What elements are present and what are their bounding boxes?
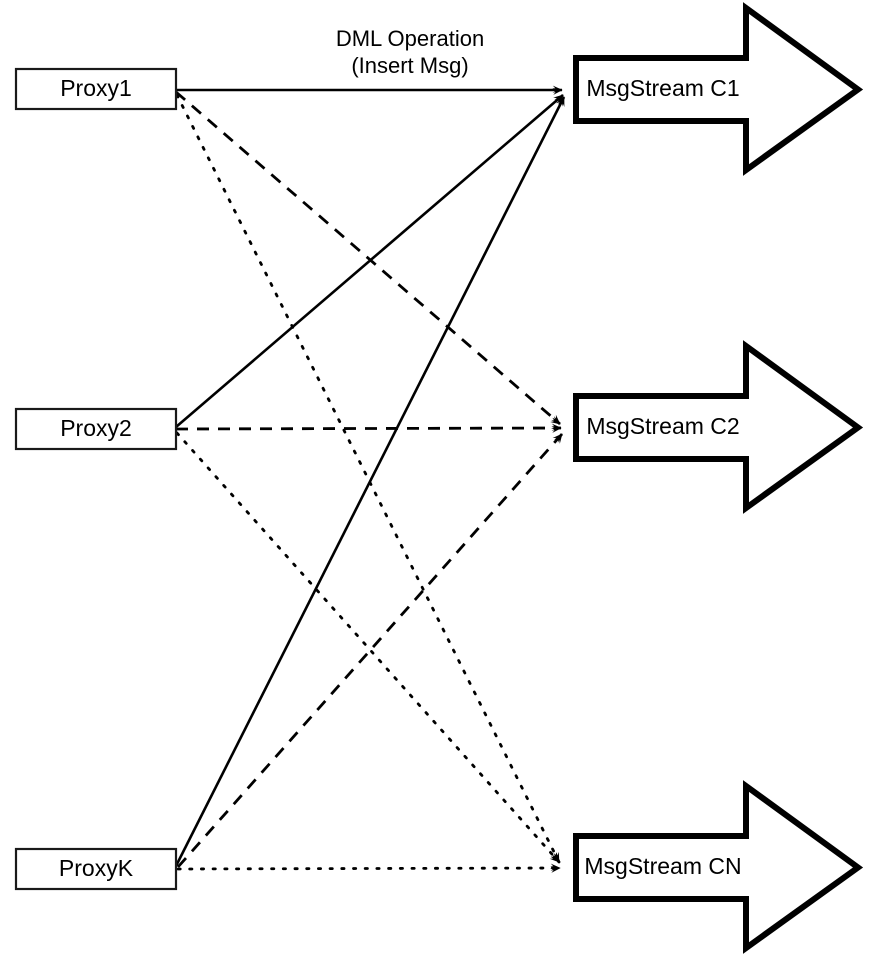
msgstream-label: MsgStream C2 — [586, 413, 739, 439]
stream-layer: MsgStream C1 MsgStream C2 MsgStream CN — [573, 2, 864, 954]
connection-pk-c1 — [174, 96, 566, 867]
block-arrow-icon — [573, 780, 864, 954]
proxy-node-proxy1[interactable]: Proxy1 — [14, 67, 178, 111]
edge-caption-line-2: (Insert Msg) — [351, 53, 468, 78]
proxy-box — [14, 67, 178, 111]
proxy-label: Proxy2 — [60, 415, 132, 441]
proxy-node-proxy2[interactable]: Proxy2 — [14, 407, 178, 451]
proxy-box — [14, 407, 178, 451]
connection-p1-c2 — [175, 90, 561, 426]
connection-p2-c1 — [175, 94, 564, 428]
msgstream-label: MsgStream C1 — [586, 75, 739, 101]
msgstream-label: MsgStream CN — [584, 853, 741, 879]
connection-p2-cn — [175, 431, 561, 864]
proxy-node-proxyK[interactable]: ProxyK — [14, 847, 178, 891]
edge-caption: DML Operation (Insert Msg) — [336, 26, 484, 78]
connection-layer — [174, 85, 566, 873]
proxy-box — [14, 847, 178, 891]
block-arrow-icon — [573, 340, 864, 514]
connection-p2-c2 — [175, 423, 562, 433]
msgstream-stream_c2[interactable]: MsgStream C2 — [573, 340, 864, 514]
msgstream-stream_c1[interactable]: MsgStream C1 — [573, 2, 864, 176]
proxy-label: ProxyK — [59, 855, 134, 881]
msgstream-stream_cn[interactable]: MsgStream CN — [573, 780, 864, 954]
edge-caption-line-1: DML Operation — [336, 26, 484, 51]
proxy-label: Proxy1 — [60, 75, 132, 101]
block-arrow-icon — [573, 2, 864, 176]
connection-pk-cn — [176, 863, 562, 873]
connection-p1-cn — [175, 93, 561, 864]
